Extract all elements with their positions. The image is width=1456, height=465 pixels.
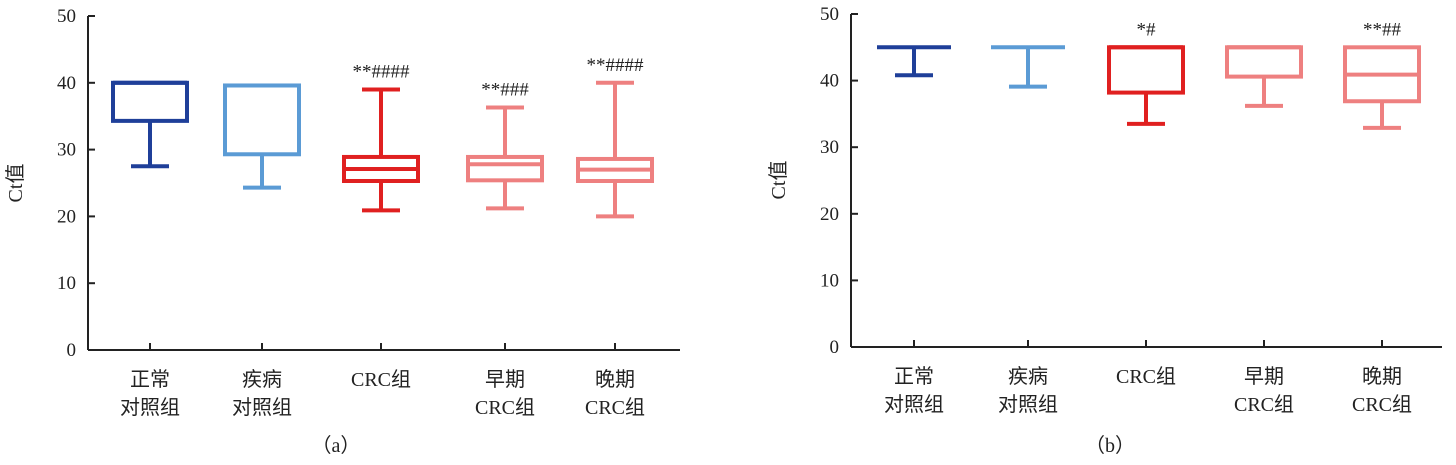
box-body [223,83,301,157]
y-tick-label: 40 [57,73,76,94]
category-label-line2: 对照组 [884,393,944,416]
y-tick-label: 10 [820,270,839,291]
box-body [1107,45,1185,95]
panel-label: （a） [312,434,361,457]
significance-annotation: **## [1363,19,1402,40]
y-tick-label: 40 [820,71,839,92]
significance-annotation: **#### [353,61,411,82]
category-label-line2: 对照组 [120,396,180,419]
category-label: 疾病 [242,368,282,391]
panel-label: （b） [1085,434,1135,457]
y-tick-label: 20 [57,206,76,227]
y-axis-label: Ct值 [767,161,790,200]
y-tick-label: 30 [57,140,76,161]
box-5 [1343,45,1421,130]
box-5 [576,80,654,219]
box-body [1225,45,1303,79]
box-body [466,154,544,183]
category-label-line2: CRC组 [585,396,645,419]
y-axis-label: Ct值 [4,164,27,203]
category-label: 疾病 [1008,365,1048,388]
category-label: 正常 [130,368,170,391]
box-4 [1225,45,1303,108]
box-3 [1107,45,1185,126]
y-tick-label: 20 [820,204,839,225]
category-label: 早期 [1244,366,1284,388]
box-1 [111,80,189,169]
significance-annotation: **### [481,80,529,101]
category-label: 晚期 [595,368,635,391]
y-tick-label: 0 [830,337,840,358]
category-label-line2: CRC组 [1352,393,1412,416]
y-tick-label: 30 [820,137,839,158]
y-tick-label: 0 [67,340,77,361]
category-label: 晚期 [1362,365,1402,388]
category-label-line2: CRC组 [1234,393,1294,416]
y-tick-label: 50 [57,6,76,27]
box-1 [877,45,951,78]
y-tick-label: 50 [820,4,839,25]
category-label-line2: 对照组 [232,396,292,419]
category-label: CRC组 [1116,365,1176,388]
category-label: 早期 [485,369,525,391]
category-label: CRC组 [351,368,411,391]
significance-annotation: *# [1137,19,1157,40]
category-label-line2: 对照组 [998,393,1058,416]
y-tick-label: 10 [57,273,76,294]
box-4 [466,105,544,211]
category-label: 正常 [894,365,934,388]
box-3 [342,87,420,213]
box-body [111,80,189,123]
box-2 [223,83,301,190]
category-label-line2: CRC组 [475,396,535,419]
box-2 [991,45,1065,89]
significance-annotation: **#### [587,55,645,76]
